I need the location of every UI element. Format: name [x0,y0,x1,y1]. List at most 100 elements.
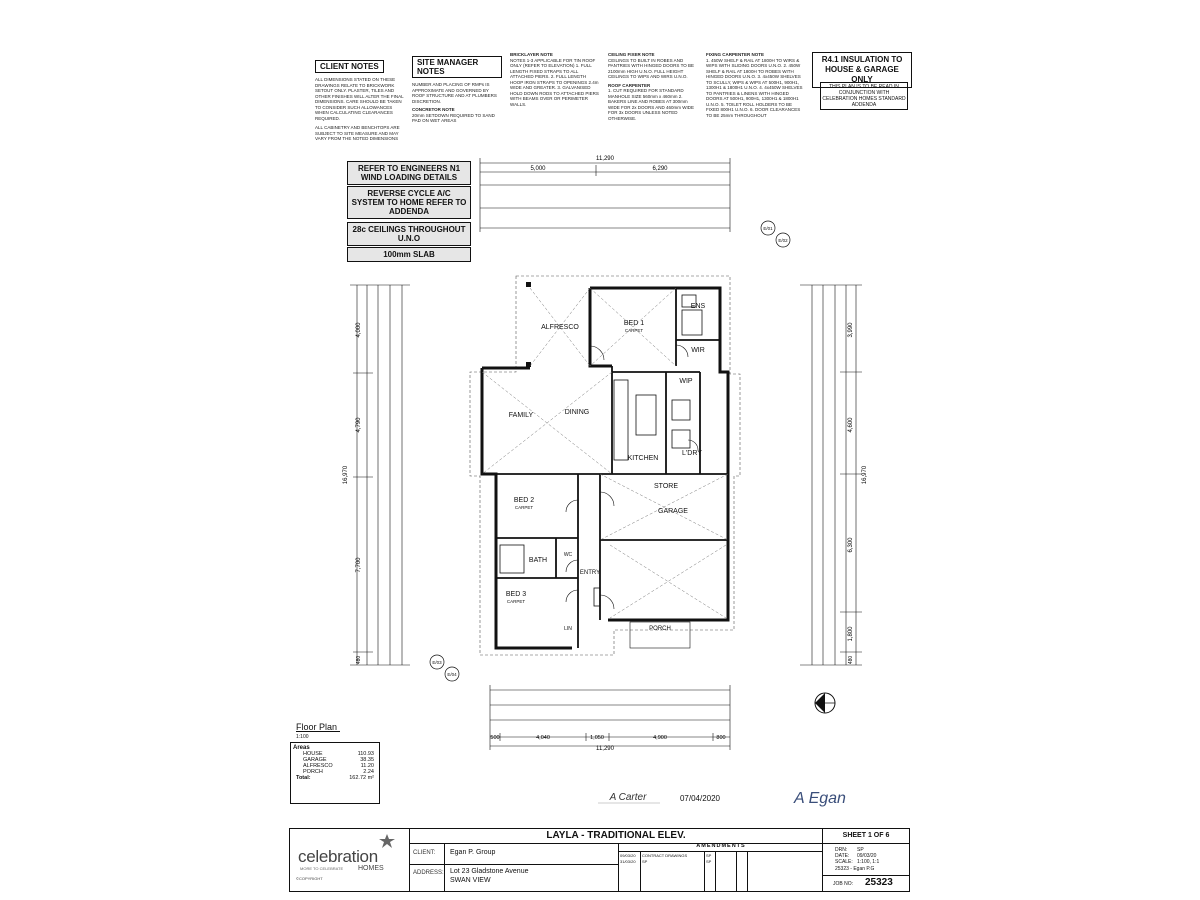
logo-block: celebration MORE TO CELEBRATE HOMES ©COP… [289,828,410,892]
porch-outline [629,621,691,649]
dim-bottom-seg-2: 1,050 [590,735,604,741]
concretor-note-title: CONCRETOR NOTE [412,107,455,112]
amendment-by: SP [706,859,712,864]
room-label-bed1-sub: CARPET [625,328,644,333]
client-value: Egan P. Group [450,849,496,856]
dim-right-seg-0: 3,990 [848,322,854,338]
bricklayer-note-body: NOTES 1-3 APPLICABLE FOR TIN ROOF ONLY (… [510,57,599,107]
internal-walls [496,288,728,648]
left-dimension-lines [350,284,410,666]
alfresco-post [526,282,531,287]
eave-outline [469,275,741,656]
dim-top-left: 5,000 [530,166,546,172]
area-total-value: 162.72 m² [349,775,374,781]
dim-left-seg-1: 4,790 [356,417,362,433]
drn-value: SP [857,847,864,853]
room-label-wc: WC [564,552,573,558]
table-row: ALFRESCO 11.20 [293,763,377,769]
dim-bottom-seg-3: 4,900 [653,735,667,741]
area-name: ALFRESCO [303,763,333,769]
fixing-carpenter-note-body: 1. 450W SHELF & RAIL AT 1800H TO WIRS & … [706,57,803,118]
section-marker-3: E/04 [447,672,457,677]
job-no-label: JOB NO: [833,881,854,887]
amendment-date: 09/03/20 [620,853,636,858]
room-label-bed1: BED 1 [624,320,644,327]
dim-right-seg-2: 6,300 [848,537,854,553]
drn-label: DRN: [835,847,848,853]
fixing-carpenter-note: FIXING CARPENTER NOTE 1. 450W SHELF & RA… [706,52,806,118]
top-dimension-lines [479,158,731,232]
room-label-dining: DINING [565,409,590,416]
door-swings [565,344,699,610]
ceiling-fixer-note-title: CEILING FIXER NOTE [608,52,655,57]
dim-left-total: 16,970 [343,465,349,484]
celebration-star-icon [378,833,396,849]
dim-left-seg-2: 7,700 [356,557,362,573]
room-label-linen: LIN [564,626,572,632]
callout-ceilings: 28c CEILINGS THROUGHOUT U.N.O [347,222,471,246]
address-line1: Lot 23 Gladstone Avenue [450,868,529,875]
project-block: LAYLA - TRADITIONAL ELEV. AMENDMENTS CLI… [409,828,823,892]
section-marker-1: E/02 [778,238,788,243]
room-label-bed2-sub: CARPET [515,505,534,510]
amendments-heading: AMENDMENTS [618,843,823,852]
area-value: 11.20 [360,763,374,769]
area-name: PORCH [303,769,323,775]
date-label: DATE: [835,853,850,859]
site-manager-notes: SITE MANAGER NOTES NUMBER AND PLACING OF… [412,56,502,124]
bricklayer-note: BRICKLAYER NOTE NOTES 1-3 APPLICABLE FOR… [510,52,600,107]
logo-text: celebration [298,847,378,866]
amendment-date: 31/03/20 [620,859,636,864]
client-notes: CLIENT NOTES ALL DIMENSIONS STATED ON TH… [315,56,405,142]
room-label-bed3-sub: CARPET [507,599,526,604]
dim-right-seg-4: 480 [848,656,854,665]
callout-engineers: REFER TO ENGINEERS N1 WIND LOADING DETAI… [347,161,471,185]
area-name: GARAGE [303,757,327,763]
callout-air-con: REVERSE CYCLE A/C SYSTEM TO HOME REFER T… [347,186,471,219]
fixtures [499,294,703,607]
section-marker-0: E/01 [763,226,773,231]
ceiling-fixer-note: CEILING FIXER NOTE CEILINGS TO BUILT IN … [608,52,698,121]
site-manager-notes-title: SITE MANAGER NOTES [412,56,502,78]
table-row: PORCH 2.24 [293,769,377,775]
dim-left-seg-3: 480 [356,656,362,665]
project-title: LAYLA - TRADITIONAL ELEV. [410,829,822,844]
room-label-garage: GARAGE [658,508,688,515]
ceiling-lines [481,287,729,619]
dim-right-seg-3: 1,800 [848,626,854,642]
client-notes-title: CLIENT NOTES [315,60,384,73]
room-label-wir: WIR [691,347,705,354]
floor-plan-title: Floor Plan [296,722,338,732]
addenda-note-box: THIS PLAN IS TO BE READ IN CONJUNCTION W… [820,82,908,110]
room-label-entry: ENTRY [580,570,600,576]
logo-tagline: MORE TO CELEBRATE [300,866,344,871]
sheet-block: SHEET 1 OF 6 DRN: SP DATE: 09/03/20 SCAL… [822,828,910,892]
room-label-store: STORE [654,483,678,490]
dim-right-seg-1: 4,600 [848,417,854,433]
scale-label: SCALE: [835,859,853,865]
room-label-wip: WIP [679,378,693,385]
section-markers [429,220,791,682]
bottom-dimension-lines [489,685,731,750]
address-line2: SWAN VIEW [450,877,491,884]
signature-client: A Egan [793,790,846,807]
areas-heading: Areas [293,745,310,751]
copyright: ©COPYRIGHT [296,876,323,881]
client-notes-body: ALL DIMENSIONS STATED ON THESE DRAWINGS … [315,77,404,121]
bricklayer-note-title: BRICKLAYER NOTE [510,52,553,57]
dim-bottom-seg-0: 500 [490,735,499,741]
site-manager-notes-body: NUMBER AND PLACING OF RMPs IS APPROXIMAT… [412,82,497,104]
client-notes-body2: ALL CABINETRY AND BENCHTOPS ARE SUBJECT … [315,125,400,141]
concretor-note-body: 20mm SETDOWN REQUIRED TO SAND PAD ON WET… [412,112,495,124]
section-marker-2: E/03 [432,660,442,665]
date-value: 09/03/20 [857,853,877,859]
area-value: 110.93 [357,751,374,757]
right-dimension-lines [800,284,862,666]
ceiling-fixer-note-body: CEILINGS TO BUILT IN ROBES AND PANTRIES … [608,57,695,80]
client-label: CLIENT: [413,850,436,856]
area-name: HOUSE [303,751,323,757]
area-total-label: Total: [296,775,311,781]
room-label-bed2: BED 2 [514,497,534,504]
room-label-ldry: L'DRY [682,450,702,457]
